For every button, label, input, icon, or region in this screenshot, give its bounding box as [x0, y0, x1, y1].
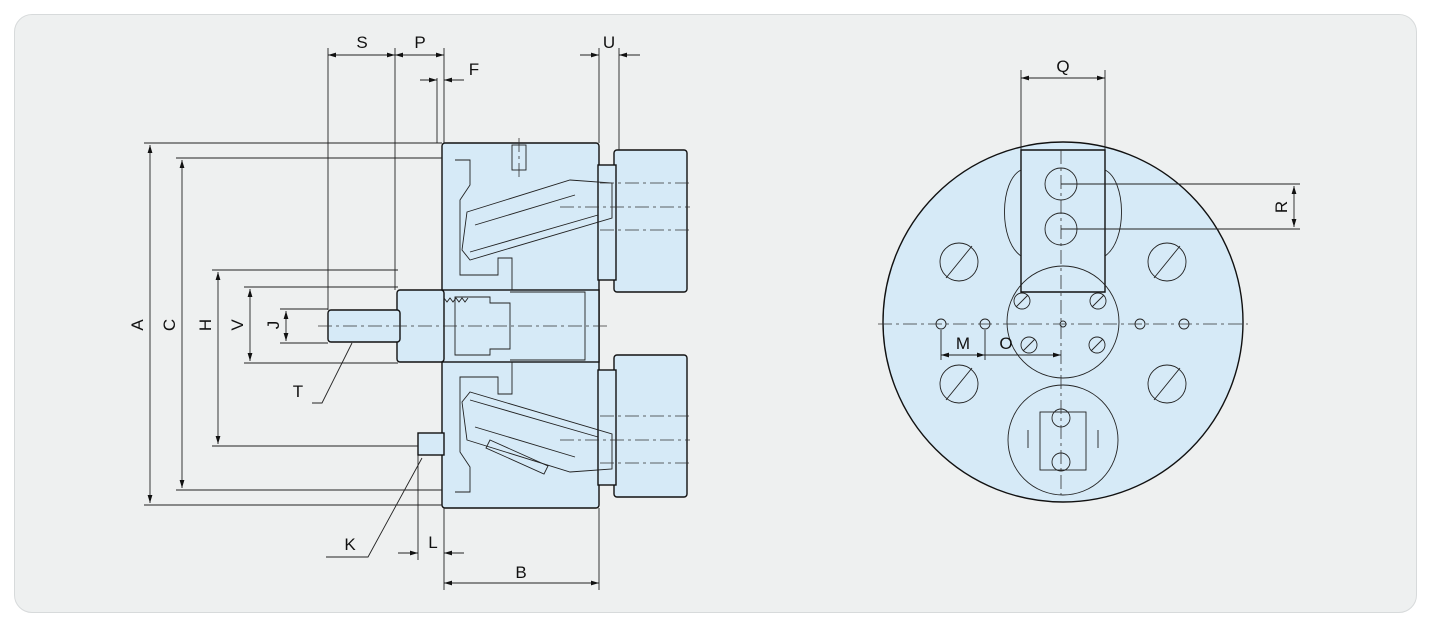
lower-jaw-neck: [597, 369, 617, 486]
label-K: K: [344, 535, 356, 554]
label-V: V: [228, 319, 247, 331]
label-S: S: [356, 33, 367, 52]
label-O: O: [999, 334, 1012, 353]
side-view: S P F U A C H V J T K L B: [128, 33, 690, 590]
mounting-holes: [939, 242, 1187, 404]
internal-sleeve: [510, 291, 586, 361]
label-T: T: [293, 382, 303, 401]
locating-pin: [417, 432, 445, 456]
label-A: A: [128, 319, 147, 331]
label-R: R: [1272, 201, 1291, 213]
spring: [443, 297, 469, 303]
label-U: U: [603, 33, 615, 52]
internal-piston: [454, 296, 511, 356]
upper-jaw-face: [1020, 149, 1106, 293]
leader-T: [312, 342, 353, 404]
label-J: J: [264, 321, 283, 330]
label-B: B: [515, 563, 526, 582]
lower-jaw: [613, 354, 688, 498]
label-L: L: [428, 533, 437, 552]
label-H: H: [196, 319, 215, 331]
upper-jaw: [613, 149, 688, 293]
label-P: P: [414, 33, 425, 52]
label-F: F: [469, 60, 479, 79]
chuck-face: [882, 141, 1244, 503]
upper-wedge: [461, 179, 613, 261]
lower-wedge: [461, 391, 613, 473]
lower-boss: [1007, 384, 1119, 496]
leader-K: [326, 457, 423, 558]
label-M: M: [956, 334, 970, 353]
label-C: C: [160, 319, 179, 331]
center-disc: [1006, 265, 1120, 379]
front-view: Q R M O: [878, 57, 1300, 503]
label-Q: Q: [1056, 57, 1069, 76]
